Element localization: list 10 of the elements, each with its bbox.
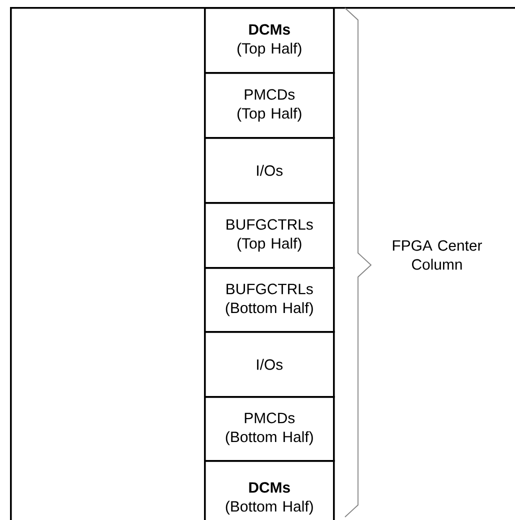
frame-box — [10, 7, 515, 520]
column-cell: I/Os — [204, 137, 335, 204]
column-cell: PMCDs (Top Half) — [204, 72, 335, 139]
column-cell: BUFGCTRLs (Bottom Half) — [204, 267, 335, 333]
column-cell: BUFGCTRLs (Top Half) — [204, 202, 335, 269]
brace-label: FPGA Center Column — [392, 240, 482, 270]
column-cell: PMCDs (Bottom Half) — [204, 396, 335, 462]
column-cell: I/Os — [204, 331, 335, 398]
column-cell: DCMs (Bottom Half) — [204, 460, 335, 520]
column-cell: DCMs (Top Half) — [204, 7, 335, 74]
